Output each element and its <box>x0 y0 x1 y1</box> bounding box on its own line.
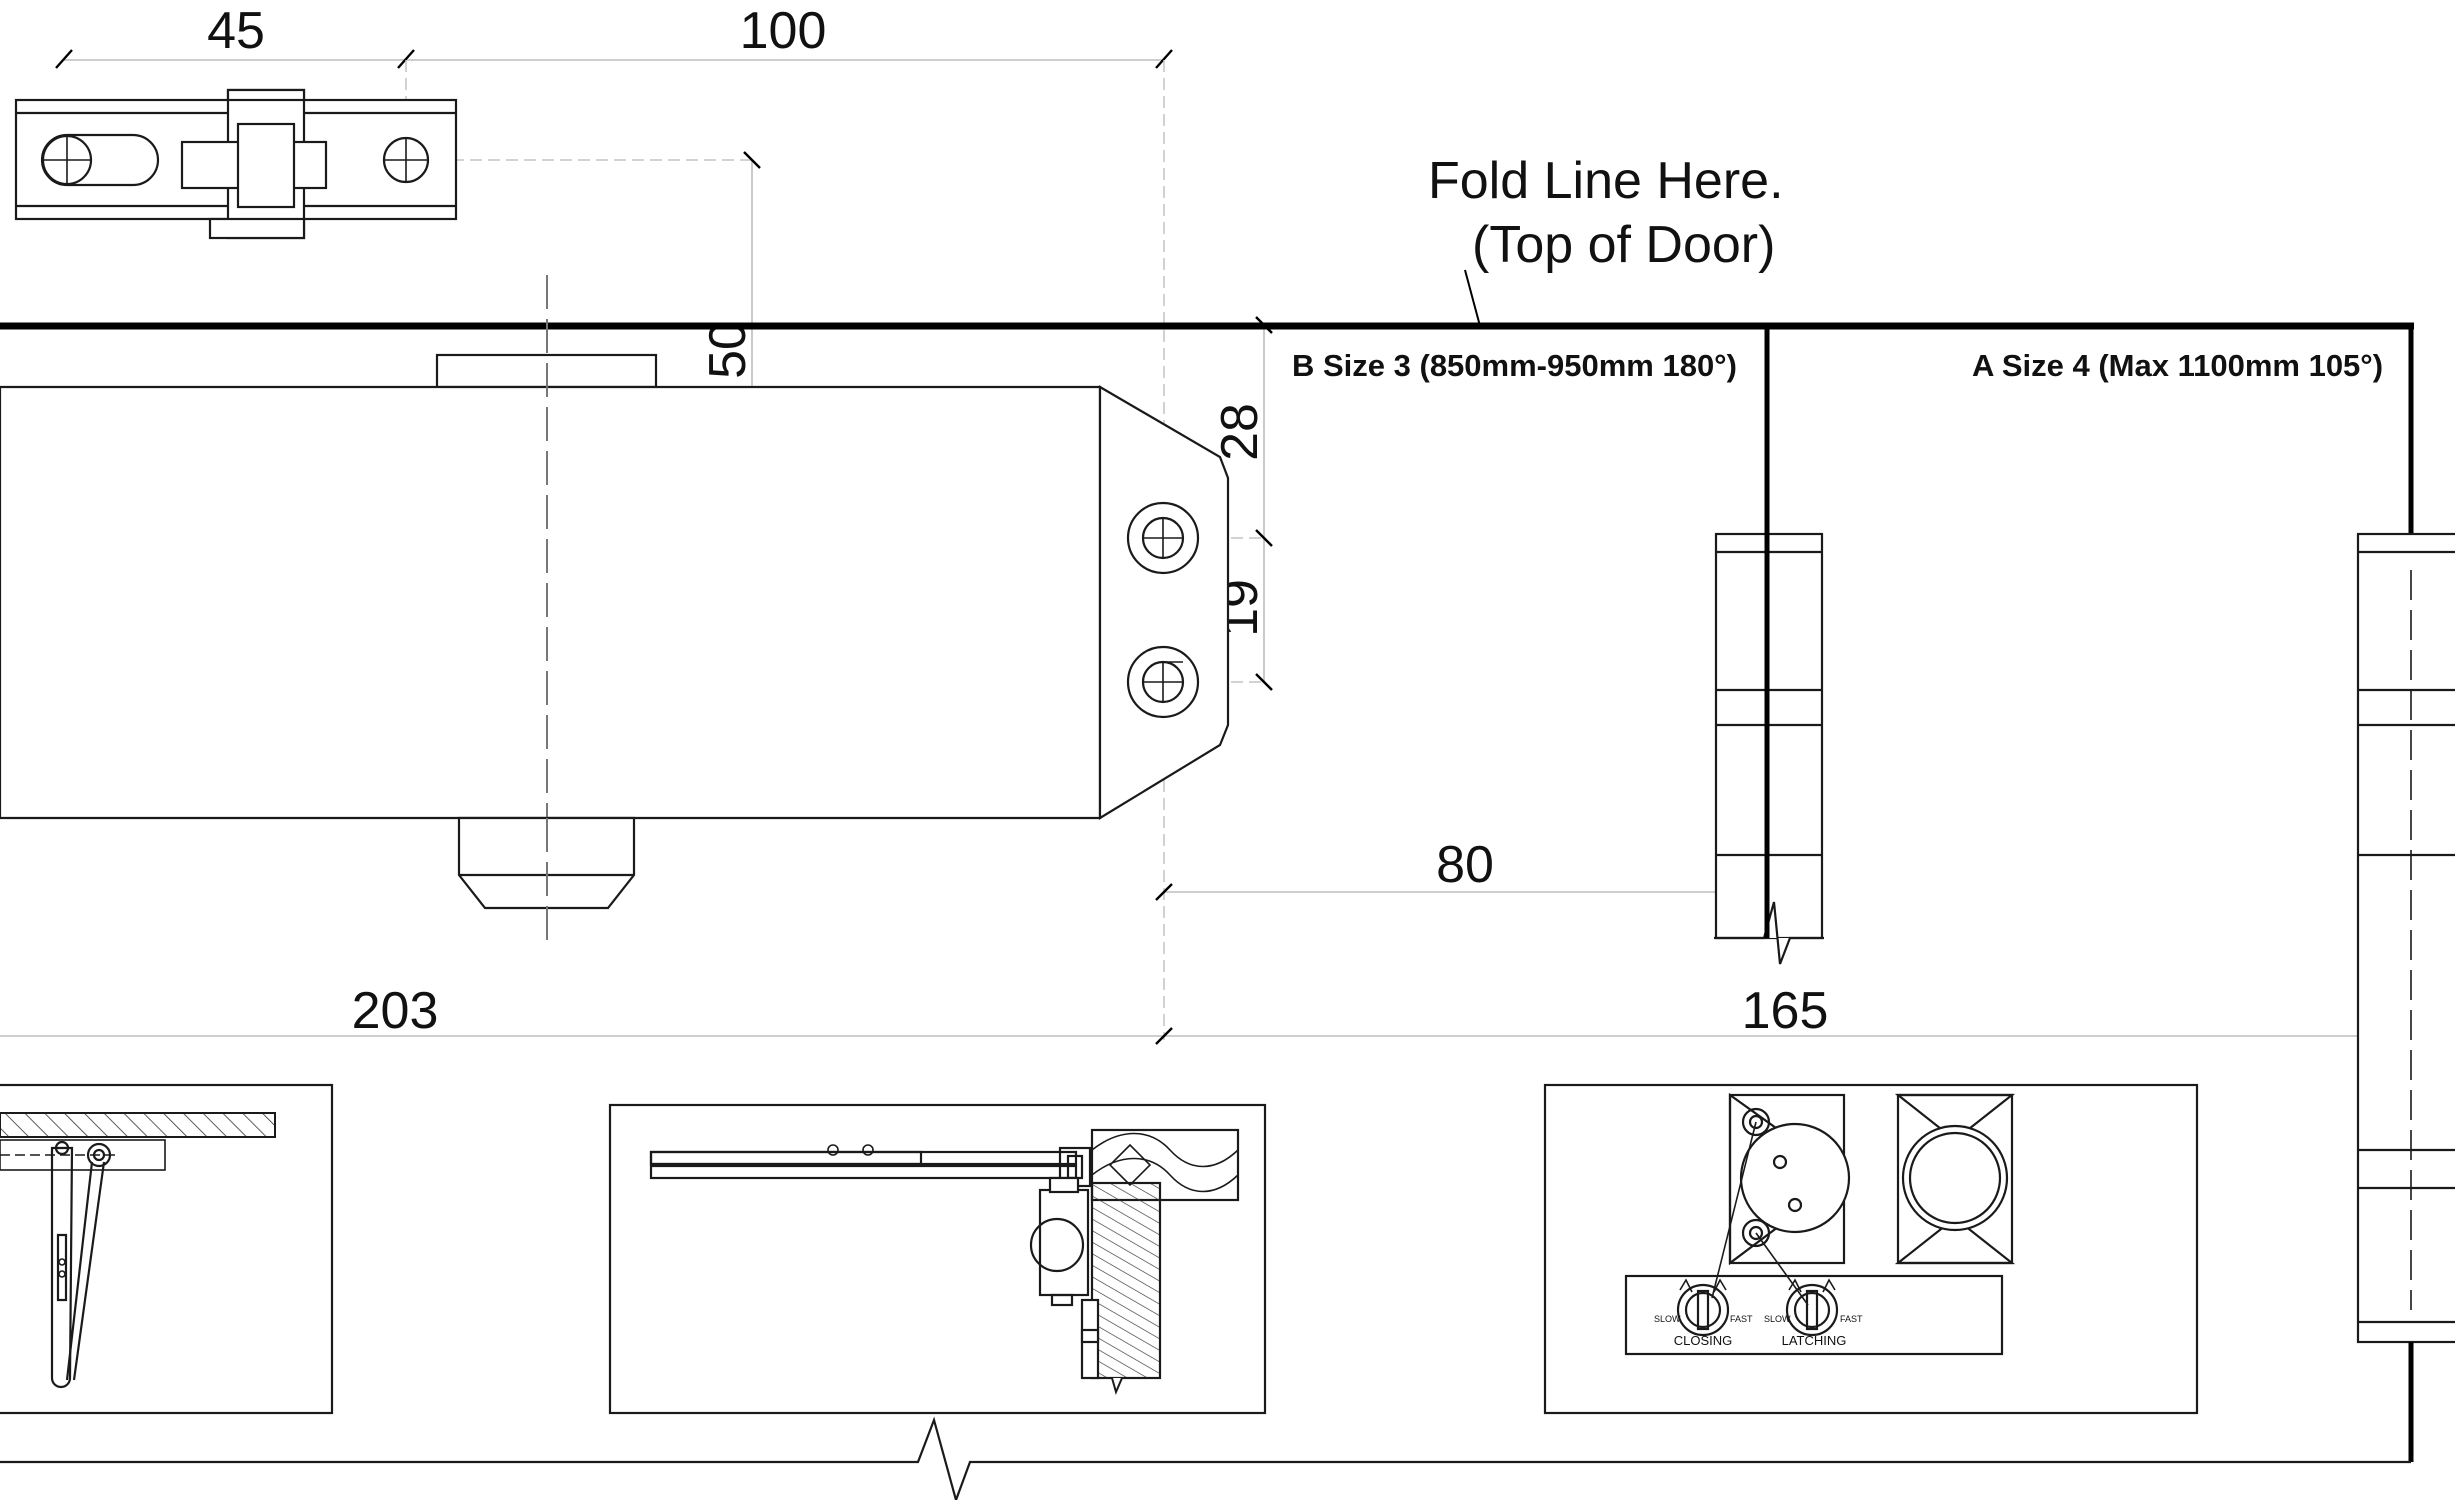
arm-bracket <box>14 88 458 240</box>
dimension-203: 203 <box>352 982 439 1040</box>
latching-slow-label: SLOW <box>1764 1314 1791 1324</box>
size-a-marker <box>2356 326 2455 1462</box>
dimension-80: 80 <box>1436 836 1494 894</box>
closer-body <box>0 275 1230 940</box>
dimension-45: 45 <box>207 2 265 60</box>
dimension-165: 165 <box>1742 982 1829 1040</box>
fold-line <box>0 269 2414 330</box>
latching-label: LATCHING <box>1782 1333 1847 1348</box>
size-a-label: A Size 4 (Max 1100mm 105°) <box>1972 348 2383 383</box>
latching-fast-label: FAST <box>1840 1314 1863 1324</box>
panel-arm-diagram <box>0 1083 334 1415</box>
panel-side-section <box>608 1103 1267 1415</box>
panel-adjustment-valves <box>1543 1083 2199 1415</box>
dimension-28: 28 <box>1211 403 1269 461</box>
dimension-100: 100 <box>740 2 827 60</box>
fold-line-label: Fold Line Here. <box>1428 152 1784 210</box>
size-b-marker <box>1714 326 1824 965</box>
size-b-label: B Size 3 (850mm-950mm 180°) <box>1292 348 1737 383</box>
dimension-50: 50 <box>699 321 757 379</box>
fold-line-sublabel: (Top of Door) <box>1472 216 1775 274</box>
closing-fast-label: FAST <box>1730 1314 1753 1324</box>
bottom-leader-line <box>0 1416 2411 1500</box>
closing-slow-label: SLOW <box>1654 1314 1681 1324</box>
closing-label: CLOSING <box>1674 1333 1733 1348</box>
